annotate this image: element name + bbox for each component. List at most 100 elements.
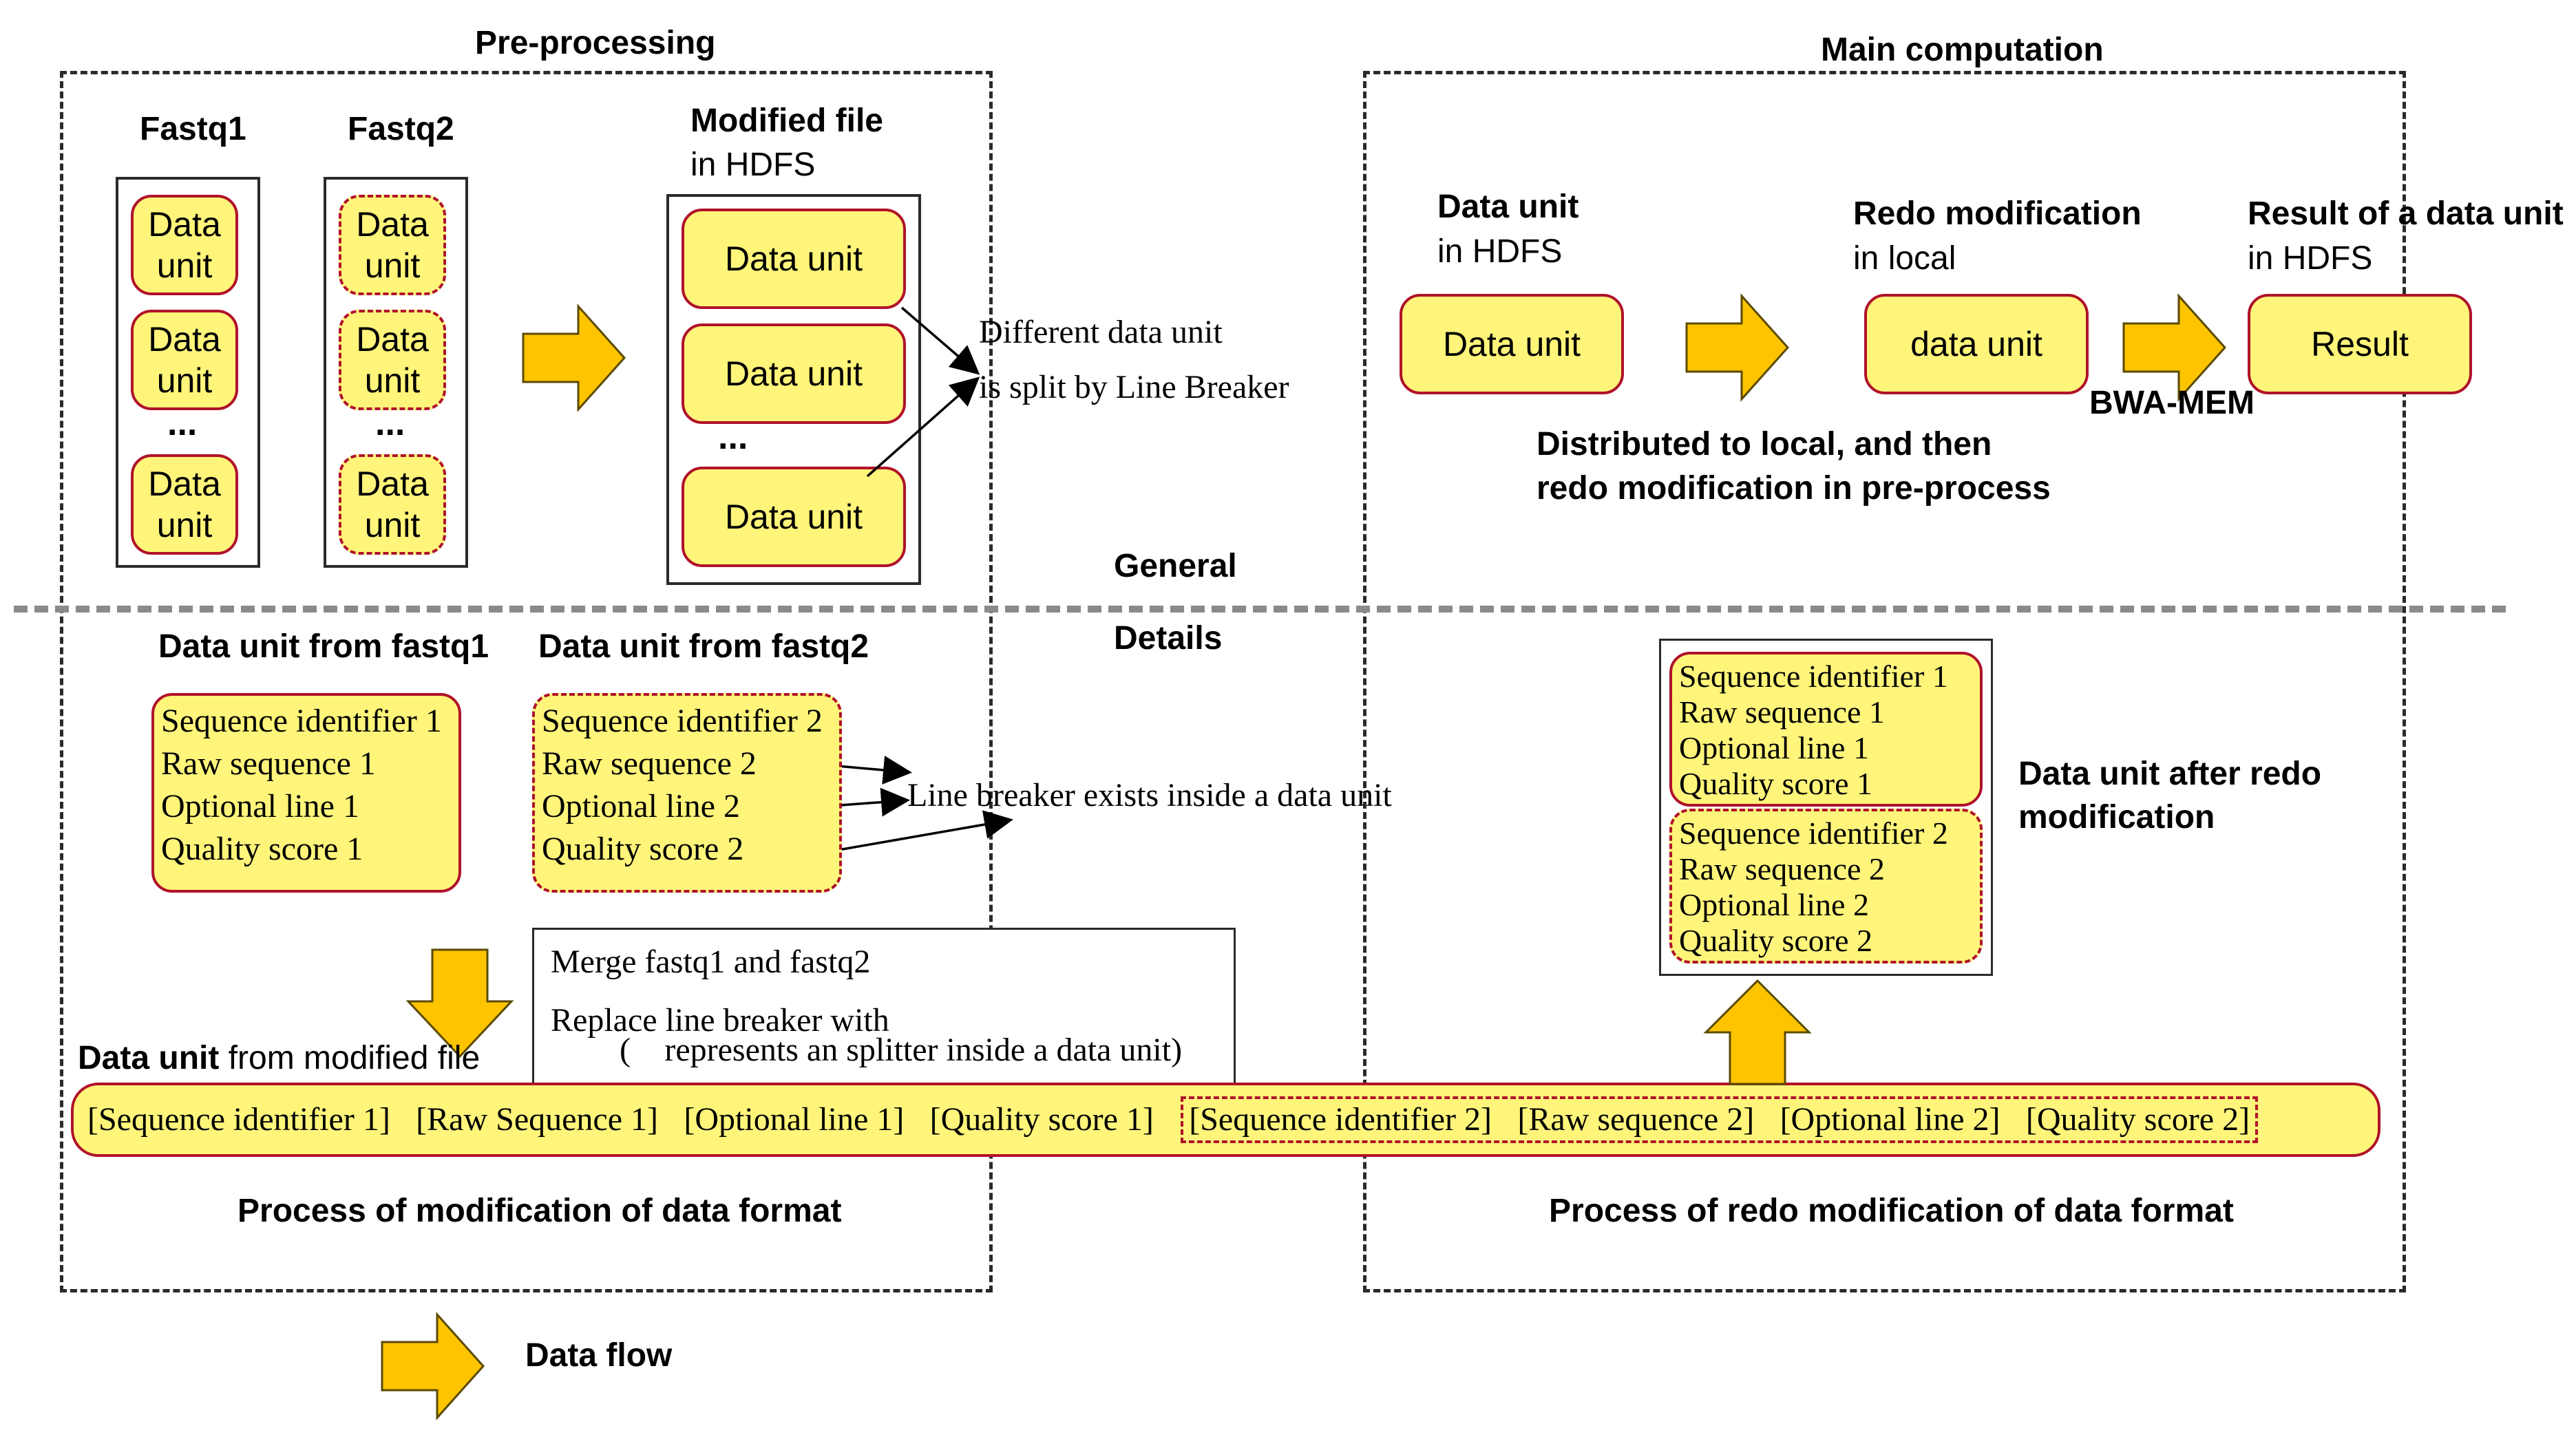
merged-segment: [Quality score 2] bbox=[1870, 1101, 2250, 1138]
apple-icon:  bbox=[1754, 1101, 1780, 1138]
fastq2-ellipsis: ... bbox=[375, 403, 405, 443]
fastq1-label: Fastq1 bbox=[140, 111, 246, 147]
general-details-divider bbox=[14, 606, 2506, 613]
detail-line: Quality score 1 bbox=[161, 831, 363, 867]
general-heading: General bbox=[1114, 548, 1237, 584]
fastq2-detail-title: Data unit from fastq2 bbox=[538, 628, 869, 665]
main-computation-heading: Main computation bbox=[1821, 32, 2104, 68]
merge-note-line2: Replace line breaker with  bbox=[551, 1001, 923, 1039]
modified-file-sublabel: in HDFS bbox=[690, 147, 816, 183]
detail-line: Sequence identifier 2 bbox=[542, 703, 823, 739]
main-data-unit-sublabel: in HDFS bbox=[1437, 233, 1563, 270]
fastq1-ellipsis: ... bbox=[167, 403, 198, 443]
process-right-caption: Process of redo modification of data for… bbox=[1549, 1193, 2234, 1229]
process-left-caption: Process of modification of data format bbox=[237, 1193, 842, 1229]
fastq2-unit-3: Data unit bbox=[339, 454, 446, 555]
detail-line: Optional line 1 bbox=[1679, 730, 1869, 765]
merged-segment: [Raw Sequence 1] bbox=[390, 1101, 658, 1138]
merge-note-box bbox=[532, 928, 1236, 1086]
redo-modification-label: Redo modification bbox=[1853, 195, 2142, 232]
split-note-line1: Different data unit bbox=[979, 314, 1223, 350]
modified-unit-2: Data unit bbox=[682, 323, 906, 424]
apple-icon:  bbox=[390, 1099, 416, 1140]
fastq1-unit-2: Data unit bbox=[131, 310, 238, 410]
modified-ellipsis: ... bbox=[718, 417, 748, 457]
data-flow-arrow-icon bbox=[522, 304, 626, 412]
redo-modification-sublabel: in local bbox=[1853, 240, 1956, 277]
main-computation-frame bbox=[1363, 71, 2406, 1292]
detail-line: Raw sequence 1 bbox=[161, 745, 376, 782]
fastq1-detail-unit: Sequence identifier 1 Raw sequence 1 Opt… bbox=[151, 693, 461, 893]
main-data-unit-label: Data unit bbox=[1437, 189, 1579, 225]
after-redo-unit-1: Sequence identifier 1 Raw sequence 1 Opt… bbox=[1669, 652, 1983, 807]
apple-icon:  bbox=[1492, 1101, 1517, 1138]
distributed-note-line1: Distributed to local, and then bbox=[1537, 426, 1992, 462]
fastq2-unit-2: Data unit bbox=[339, 310, 446, 410]
fastq2-unit-1: Data unit bbox=[339, 195, 446, 295]
legend-data-flow-label: Data flow bbox=[525, 1337, 673, 1374]
modified-unit-1: Data unit bbox=[682, 209, 906, 309]
detail-line: Optional line 1 bbox=[161, 788, 359, 824]
detail-line: Quality score 1 bbox=[1679, 766, 1873, 801]
line-breaker-note: Line breaker exists inside a data unit bbox=[907, 777, 1392, 813]
result-sublabel: in HDFS bbox=[2248, 240, 2373, 277]
merge-note-line3-text: represents an splitter inside a data uni… bbox=[638, 1032, 1182, 1068]
detail-line: Optional line 2 bbox=[542, 788, 740, 824]
merge-note-line3: ( represents an splitter inside a data … bbox=[620, 1031, 1182, 1069]
apple-icon:  bbox=[2000, 1101, 2025, 1138]
after-redo-label-line1: Data unit after redo bbox=[2018, 756, 2322, 792]
apple-icon:  bbox=[1154, 1099, 1179, 1140]
merge-note-line2-text: Replace line breaker with bbox=[551, 1002, 889, 1039]
merged-segment: [Quality score 1] bbox=[852, 1101, 1154, 1138]
merged-segment: [Sequence identifier 1] bbox=[87, 1101, 390, 1138]
preprocessing-frame bbox=[60, 71, 993, 1292]
detail-line: Sequence identifier 1 bbox=[161, 703, 442, 739]
merged-segment: [Sequence identifier 2] bbox=[1086, 1101, 1492, 1138]
modified-unit-3: Data unit bbox=[682, 467, 906, 567]
detail-line: Sequence identifier 1 bbox=[1679, 659, 1948, 694]
preprocessing-heading: Pre-processing bbox=[475, 25, 716, 61]
legend-data-flow-arrow-icon bbox=[381, 1312, 485, 1420]
bwa-mem-label: BWA-MEM bbox=[2089, 385, 2255, 421]
after-redo-label-line2: modification bbox=[2018, 799, 2215, 835]
merged-data-unit-bar: [Sequence identifier 1][Raw Sequence 1]… bbox=[71, 1083, 2380, 1157]
fastq1-unit-3: Data unit bbox=[131, 454, 238, 555]
merged-segment: [Optional line 1] bbox=[632, 1101, 904, 1138]
main-data-unit-box: Data unit bbox=[1400, 294, 1624, 394]
detail-line: Raw sequence 1 bbox=[1679, 694, 1885, 730]
detail-line: Quality score 2 bbox=[542, 831, 744, 867]
detail-line: Raw sequence 2 bbox=[542, 745, 757, 782]
fastq2-label: Fastq2 bbox=[348, 111, 454, 147]
apple-icon:  bbox=[904, 1099, 929, 1140]
modified-unit-title-bold: Data unit bbox=[78, 1040, 220, 1076]
detail-line: Optional line 2 bbox=[1679, 887, 1869, 922]
after-redo-unit-2: Sequence identifier 2 Raw sequence 2 Opt… bbox=[1669, 809, 1983, 964]
modified-unit-title-rest: from modified file bbox=[219, 1040, 481, 1076]
detail-line: Quality score 2 bbox=[1679, 923, 1873, 958]
data-flow-up-arrow-icon bbox=[1703, 979, 1812, 1085]
merge-note-line1: Merge fastq1 and fastq2 bbox=[551, 944, 871, 980]
split-note-line2: is split by Line Breaker bbox=[979, 369, 1289, 405]
result-box: Result bbox=[2248, 294, 2472, 394]
detail-line: Sequence identifier 2 bbox=[1679, 816, 1948, 851]
data-flow-arrow-icon bbox=[2122, 293, 2227, 402]
data-flow-down-arrow-icon bbox=[405, 948, 514, 1058]
detail-line: Raw sequence 2 bbox=[1679, 851, 1885, 886]
modified-unit-title: Data unit from modified file bbox=[78, 1039, 480, 1077]
fastq2-detail-unit: Sequence identifier 2 Raw sequence 2 Opt… bbox=[532, 693, 842, 893]
details-heading: Details bbox=[1114, 620, 1223, 657]
apple-icon:  bbox=[630, 1032, 656, 1068]
result-label: Result of a data unit bbox=[2248, 195, 2564, 232]
merged-segment: [Raw sequence 2] bbox=[1397, 1101, 1754, 1138]
merged-segment: [Optional line 2] bbox=[1642, 1101, 2000, 1138]
merged-fastq2-segment: [Sequence identifier 2][Raw sequence 2]… bbox=[1086, 1096, 2259, 1143]
apple-icon:  bbox=[898, 1002, 923, 1039]
apple-icon:  bbox=[658, 1099, 684, 1140]
distributed-note-line2: redo modification in pre-process bbox=[1537, 470, 2051, 507]
fastq1-unit-1: Data unit bbox=[131, 195, 238, 295]
redo-data-unit-box: data unit bbox=[1864, 294, 2089, 394]
fastq1-detail-title: Data unit from fastq1 bbox=[158, 628, 489, 665]
data-flow-arrow-icon bbox=[1685, 293, 1790, 402]
modified-file-label: Modified file bbox=[690, 103, 883, 139]
